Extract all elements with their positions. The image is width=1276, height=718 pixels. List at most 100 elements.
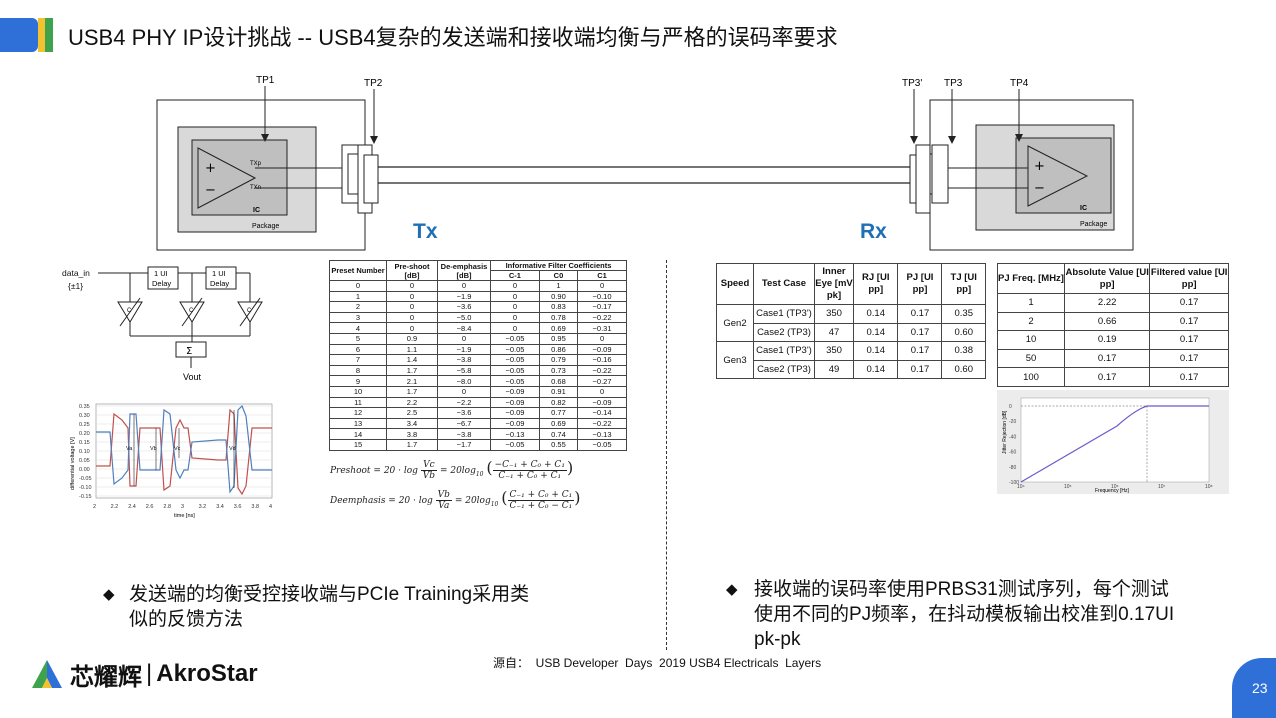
table-cell: 0 — [386, 290, 438, 303]
table-cell: 0.73 — [538, 364, 579, 377]
table-cell: 10 — [329, 385, 387, 398]
table-cell: −8.4 — [437, 322, 491, 334]
waveform-marker-label: Vd — [229, 446, 236, 452]
table-cell: 0.86 — [538, 343, 579, 356]
table-cell: 0.9 — [386, 332, 438, 345]
waveform-ytick: 0.10 — [79, 449, 90, 455]
jitter-xtick: 10⁶ — [1111, 484, 1119, 490]
jitter-ytick: -60 — [1009, 450, 1016, 456]
jitter-ytick: -20 — [1009, 419, 1016, 425]
center-divider — [666, 260, 667, 650]
table-cell: 0 — [577, 332, 627, 345]
table-cell: 0.14 — [852, 322, 899, 343]
table-cell: −0.05 — [490, 332, 540, 345]
data-range-label: {±1} — [68, 281, 83, 291]
table-cell: 47 — [814, 322, 854, 343]
table-cell: 0 — [437, 280, 491, 292]
tx-package-label: Package — [252, 223, 279, 230]
pj-table: PJ Freq. [MHz] Absolute Value [UI pp] Fi… — [997, 263, 1229, 387]
tx-plus-sign: + — [205, 161, 216, 176]
waveform-xtick: 2.2 — [111, 504, 119, 510]
jitter-ytick: -40 — [1009, 434, 1016, 440]
table-cell: 0.95 — [538, 332, 579, 345]
table-cell: −3.6 — [437, 407, 491, 419]
table-cell: 0.69 — [538, 417, 579, 430]
brand-separator: | — [146, 660, 153, 687]
table-cell: −0.22 — [577, 364, 627, 377]
table-cell: −0.09 — [490, 407, 540, 419]
table-cell: 12 — [329, 407, 387, 419]
waveform-xtick: 2.6 — [146, 504, 154, 510]
table-cell: 3 — [329, 311, 387, 324]
source-note: 源自： USB Developer Days 2019 USB4 Electri… — [493, 656, 822, 670]
table-cell: 14 — [329, 428, 387, 440]
table-cell: 0.68 — [538, 375, 579, 387]
rx-label: Rx — [860, 220, 887, 243]
table-cell: 1.7 — [386, 438, 438, 451]
table-cell: 350 — [814, 341, 854, 361]
delay2-line2: Delay — [210, 279, 229, 288]
table-cell: 0 — [490, 301, 540, 313]
tap-c3-label: C — [247, 308, 252, 314]
bullet-marker-left: ◆ — [103, 586, 115, 603]
txp-label: TXp — [250, 161, 262, 167]
brand-logo: 芯耀辉 | AkroStar — [30, 657, 258, 691]
table-cell: −1.9 — [437, 343, 491, 356]
table-cell: −0.22 — [577, 311, 627, 324]
table-cell: 0 — [577, 280, 627, 292]
tap-c1-label: C — [127, 308, 132, 314]
right-bullet-line2: 使用不同的PJ频率，在抖动模板输出校准到0.17UI — [754, 604, 1175, 625]
coef-c1-header: C1 — [577, 270, 627, 281]
jitter-xtick: 10⁸ — [1205, 484, 1213, 490]
jitter-ytick: -80 — [1009, 465, 1016, 471]
table-cell: −0.05 — [490, 375, 540, 387]
jitter-curve — [1020, 405, 1209, 483]
waveform-xtick: 3.2 — [199, 504, 207, 510]
table-cell: 1 — [329, 290, 387, 303]
jitter-xtick: 10⁴ — [1017, 484, 1025, 490]
left-bullet: ◆ 发送端的均衡受控接收端与PCIe Training采用类 似的反馈方法 — [103, 582, 623, 632]
jitter-ytick: -100 — [1009, 480, 1019, 486]
waveform-xtick: 3.6 — [234, 504, 242, 510]
ffe-diagram: data_in {±1} 1 UI Delay 1 UI Delay C C C… — [62, 266, 263, 382]
table-cell: −0.05 — [490, 354, 540, 366]
table-cell: 2.22 — [1063, 293, 1151, 313]
right-bullet: ◆ 接收端的误码率使用PRBS31测试序列，每个测试 使用不同的PJ频率，在抖动… — [726, 577, 1246, 652]
table-cell: 50 — [997, 348, 1065, 369]
waveform-ytick: 0.15 — [79, 440, 90, 446]
table-cell: 0 — [386, 301, 438, 313]
tp4-label: TP4 — [1010, 78, 1029, 89]
table-cell: 0.90 — [538, 290, 579, 303]
table-cell: 11 — [329, 396, 387, 409]
tp1-label: TP1 — [256, 75, 275, 86]
waveform-ytick: 0.30 — [79, 413, 90, 419]
jitter-ytick: 0 — [1009, 404, 1012, 410]
innereye-header: Inner Eye [mV pk] — [814, 263, 854, 305]
table-cell: 13 — [329, 417, 387, 430]
tp3-prime-label: TP3' — [902, 78, 922, 89]
jitter-xtick: 10⁵ — [1064, 484, 1072, 490]
waveform-ytick: 0.25 — [79, 422, 90, 428]
table-cell: 1.7 — [386, 385, 438, 398]
table-cell: −0.27 — [577, 375, 627, 387]
speed-cell: Gen2 — [716, 303, 754, 343]
table-cell: 0.17 — [897, 322, 943, 343]
table-cell: 0.38 — [941, 341, 986, 361]
table-cell: 0 — [577, 385, 627, 398]
table-cell: 0.17 — [1063, 367, 1151, 387]
table-cell: −8.0 — [437, 375, 491, 387]
waveform-ytick: -0.15 — [79, 494, 92, 500]
table-cell: 2.5 — [386, 407, 438, 419]
table-cell: 0.79 — [538, 354, 579, 366]
table-cell: −0.13 — [577, 428, 627, 440]
table-cell: 0.17 — [1149, 311, 1229, 332]
rx-ic-label: IC — [1080, 205, 1087, 212]
